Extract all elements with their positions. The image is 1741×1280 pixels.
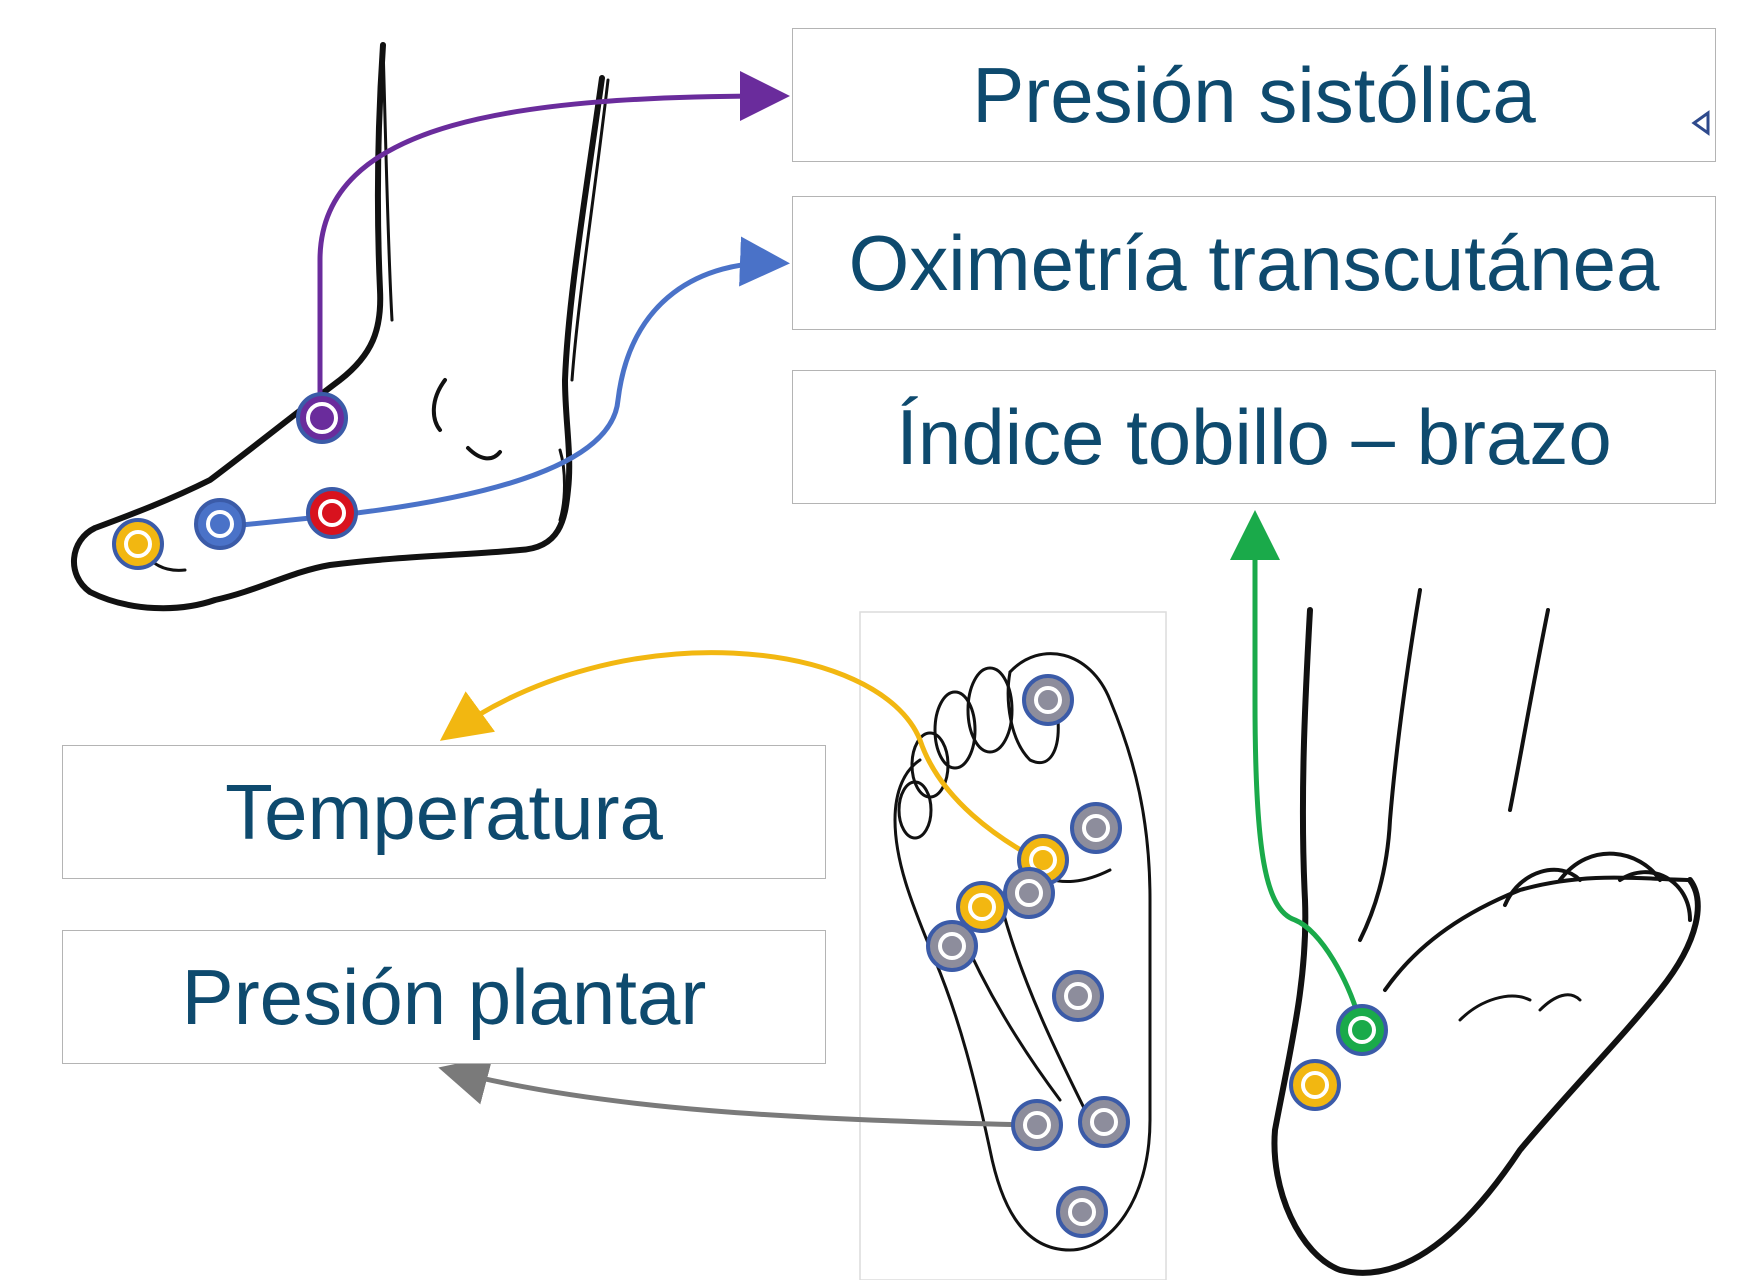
label-temperatura: Temperatura	[62, 745, 826, 879]
sensor-plantar-1	[1024, 676, 1072, 724]
triangle-left-icon	[1690, 110, 1712, 141]
label-presion-sistolica-text: Presión sistólica	[972, 50, 1536, 141]
sensor-plantar-6	[1013, 1101, 1061, 1149]
sensor-yellow-ankle	[1291, 1061, 1339, 1109]
sensor-blue	[196, 500, 244, 548]
sensor-red	[308, 489, 356, 537]
label-indice-tobillo-brazo: Índice tobillo – brazo	[792, 370, 1716, 504]
sensor-green-ankle	[1338, 1006, 1386, 1054]
arrow-oximetria	[222, 263, 780, 527]
sensor-plantar-3	[1005, 869, 1053, 917]
label-temperatura-text: Temperatura	[225, 767, 663, 858]
label-indice-text: Índice tobillo – brazo	[896, 392, 1611, 483]
label-presion-plantar-text: Presión plantar	[182, 952, 707, 1043]
lifted-foot-illustration	[1274, 590, 1697, 1273]
label-presion-plantar: Presión plantar	[62, 930, 826, 1064]
sensor-plantar-4	[928, 922, 976, 970]
label-presion-sistolica: Presión sistólica	[792, 28, 1716, 162]
sensor-purple	[298, 394, 346, 442]
sensor-plantar-2	[1072, 804, 1120, 852]
label-oximetria: Oximetría transcutánea	[792, 196, 1716, 330]
arrow-indice	[1255, 520, 1362, 1030]
sensor-yellow-toe	[114, 520, 162, 568]
sensor-plantar-7	[1080, 1098, 1128, 1146]
sensor-plantar-5	[1054, 972, 1102, 1020]
label-oximetria-text: Oximetría transcutánea	[849, 218, 1660, 309]
sensor-plantar-8	[1058, 1188, 1106, 1236]
